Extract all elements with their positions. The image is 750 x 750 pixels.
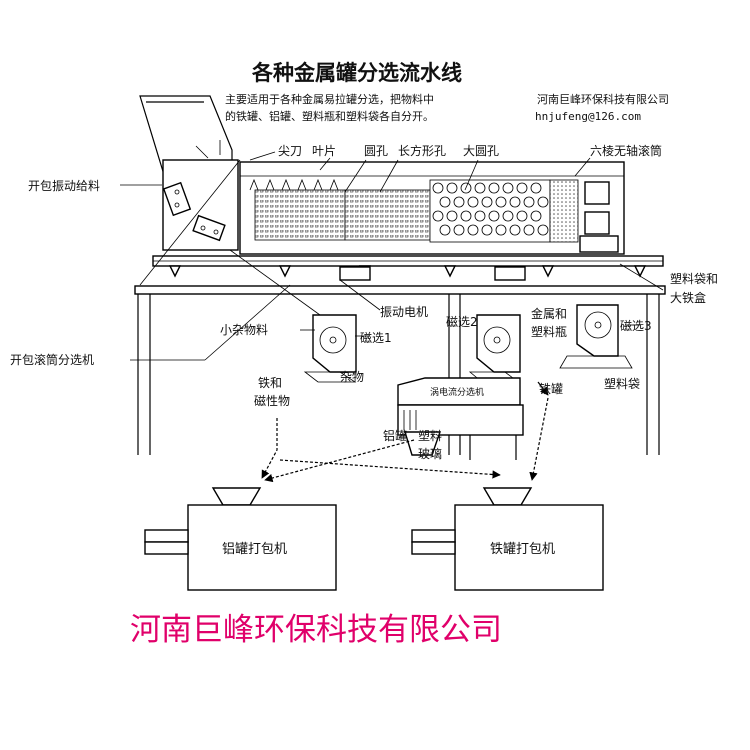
outlet-chute: [579, 235, 619, 253]
big-hole: [537, 196, 549, 208]
big-hole: [488, 182, 500, 194]
discharge-box-top: [584, 181, 610, 205]
iron-baler: [411, 487, 604, 591]
big-hole: [530, 182, 542, 194]
discharge-box-bottom: [584, 211, 610, 235]
knife-zone: [249, 178, 339, 191]
eddy-current-separator: [397, 377, 524, 460]
label-hex-screen: 六棱无轴滚筒: [590, 143, 662, 158]
big-hole: [523, 224, 535, 236]
label-sharp-knife: 尖刀: [278, 144, 302, 158]
label-iron-magnetic-1: 铁和: [258, 376, 282, 390]
support-foot: [443, 265, 457, 278]
big-hole: [502, 210, 514, 222]
flow-arrows: [261, 381, 549, 483]
big-round-hole-section: [429, 179, 551, 243]
big-hole: [439, 224, 451, 236]
label-metal-plastic-2: 塑料瓶: [531, 324, 567, 339]
label-iron-baler: 铁罐打包机: [490, 542, 555, 557]
big-hole: [523, 196, 535, 208]
feed-line-2: [139, 159, 241, 286]
big-hole: [432, 182, 444, 194]
company-name-header: 河南巨峰环保科技有限公司: [537, 92, 669, 106]
magnet-separator-3: [559, 304, 633, 369]
company-watermark: 河南巨峰环保科技有限公司: [130, 612, 502, 648]
label-magnet-1: 磁选1: [360, 330, 392, 345]
big-hole: [474, 182, 486, 194]
big-hole: [460, 210, 472, 222]
big-hole: [502, 182, 514, 194]
big-hole: [453, 224, 465, 236]
support-foot: [541, 265, 555, 278]
big-hole: [453, 196, 465, 208]
round-hole-section: [254, 189, 346, 241]
aluminum-baler: [144, 487, 337, 591]
label-iron-can: 铁罐: [539, 382, 563, 396]
label-plastic-glass-2: 玻璃: [418, 447, 442, 461]
big-hole: [530, 210, 542, 222]
support-foot: [633, 265, 647, 278]
label-magnet-3: 磁选3: [620, 318, 652, 333]
leader-lines: [120, 151, 664, 361]
big-hole: [495, 224, 507, 236]
label-eddy-current: 涡电流分选机: [430, 386, 484, 398]
magnet-separator-1: [303, 314, 357, 383]
label-aluminum-baler: 铝罐打包机: [222, 542, 287, 557]
hex-screen-end: [549, 179, 579, 243]
vibration-motor-box: [339, 266, 371, 281]
big-hole: [509, 224, 521, 236]
big-hole: [481, 196, 493, 208]
big-hole: [474, 210, 486, 222]
label-small-debris: 小杂物料: [220, 323, 268, 337]
feeder-plates: [162, 181, 226, 242]
description-line-1: 主要适用于各种金属易拉罐分选，把物料中: [225, 92, 434, 106]
big-hole: [467, 224, 479, 236]
big-hole: [516, 210, 528, 222]
big-hole: [495, 196, 507, 208]
big-hole: [439, 196, 451, 208]
label-iron-magnetic-2: 磁性物: [254, 393, 290, 408]
label-plastic-bag: 塑料袋: [604, 376, 640, 391]
big-hole: [516, 182, 528, 194]
big-hole: [488, 210, 500, 222]
big-hole: [481, 224, 493, 236]
label-debris: 杂物: [340, 370, 364, 384]
label-drum-sorter: 开包滚筒分选机: [10, 352, 94, 367]
big-hole: [467, 196, 479, 208]
feed-line-1: [229, 249, 321, 316]
big-hole: [509, 196, 521, 208]
label-aluminum-can: 铝罐: [383, 428, 407, 443]
company-email: hnjufeng@126.com: [535, 110, 641, 123]
support-foot: [278, 265, 292, 278]
big-hole: [446, 182, 458, 194]
label-plastic-glass-1: 塑料: [418, 428, 442, 443]
label-round-hole: 圆孔: [364, 144, 388, 158]
big-hole: [432, 210, 444, 222]
rect-hole-section: [344, 189, 431, 241]
label-plastic-bag-iron-box-2: 大铁盒: [670, 290, 706, 305]
label-plastic-bag-iron-box-1: 塑料袋和: [670, 271, 718, 286]
big-hole: [446, 210, 458, 222]
diagram-title: 各种金属罐分选流水线: [251, 61, 462, 85]
motor-box-2: [494, 266, 526, 281]
label-blade: 叶片: [312, 144, 336, 158]
label-feeder: 开包振动给料: [28, 179, 100, 193]
description-line-2: 的铁罐、铝罐、塑料瓶和塑料袋各自分开。: [225, 109, 434, 123]
label-magnet-2: 磁选2: [446, 314, 478, 329]
big-hole: [537, 224, 549, 236]
label-metal-plastic-1: 金属和: [531, 306, 567, 321]
label-big-round-hole: 大圆孔: [463, 144, 499, 158]
label-vibration-motor: 振动电机: [380, 305, 428, 319]
support-foot: [168, 265, 182, 278]
base-feet: [168, 265, 647, 278]
label-rect-hole: 长方形孔: [398, 143, 446, 158]
